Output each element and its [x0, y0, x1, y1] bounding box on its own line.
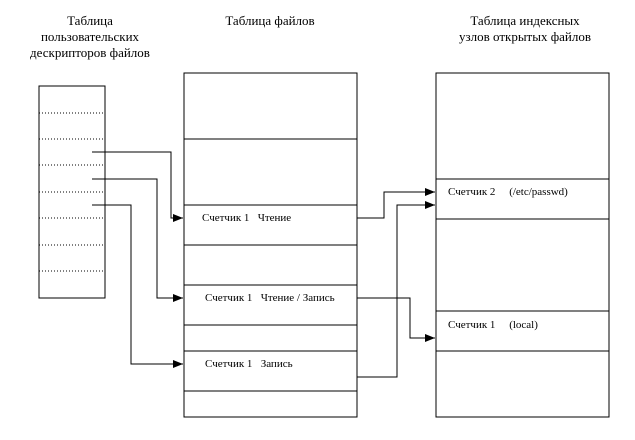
- file-entry-mode: Чтение / Запись: [260, 292, 335, 304]
- descriptor-to-write-entry-arrow: [92, 204, 183, 368]
- user-descriptor-table: [38, 85, 106, 299]
- file-entry-readwrite: Счетчик 1 Чтение / Запись: [205, 292, 335, 304]
- inode-entry-local: Счетчик 1 (local): [448, 319, 538, 331]
- file-entry-mode: Запись: [260, 358, 293, 370]
- inode-table: [435, 72, 610, 418]
- file-table: [183, 72, 358, 418]
- file-entry-mode: Чтение: [257, 212, 292, 224]
- file-entry-counter: Счетчик 1: [205, 292, 253, 304]
- file-entry-write: Счетчик 1 Запись: [205, 358, 293, 370]
- inode-table-title: Таблица индексных узлов открытых файлов: [458, 13, 591, 44]
- inode-entry-passwd: Счетчик 2 (/etc/passwd): [448, 186, 568, 198]
- file-entry-read: Счетчик 1 Чтение: [202, 212, 291, 224]
- descriptor-to-readwrite-entry-arrow: [92, 178, 183, 302]
- file-table-title: Таблица файлов: [225, 13, 315, 28]
- inode-entry-counter: Счетчик 1: [448, 319, 496, 331]
- write-entry-to-passwd-inode-arrow: [357, 201, 435, 378]
- readwrite-entry-to-local-inode-arrow: [357, 297, 435, 342]
- inode-entry-counter: Счетчик 2: [448, 186, 496, 198]
- file-entry-counter: Счетчик 1: [202, 212, 250, 224]
- inode-entry-name: (local): [509, 319, 538, 331]
- file-entry-counter: Счетчик 1: [205, 358, 253, 370]
- descriptor-to-read-entry-arrow: [92, 151, 183, 222]
- inode-entry-name: (/etc/passwd): [509, 186, 568, 198]
- read-entry-to-passwd-inode-arrow: [357, 188, 435, 219]
- user-descriptor-table-title: Таблица пользовательских дескрипторов фа…: [30, 13, 150, 60]
